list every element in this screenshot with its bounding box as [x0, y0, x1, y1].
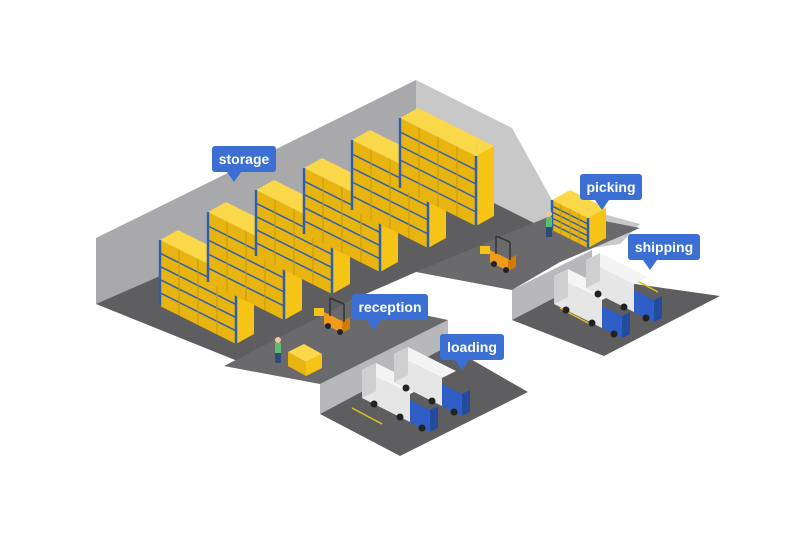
- picking-forklift: [480, 235, 516, 273]
- loading-floor: [320, 346, 528, 456]
- label-loading-pointer: [455, 360, 469, 370]
- label-picking-pointer: [595, 200, 609, 210]
- label-picking-text: picking: [586, 179, 635, 195]
- storage-racks: [158, 108, 606, 344]
- label-storage-text: storage: [219, 151, 270, 167]
- picking-worker: [546, 211, 552, 237]
- label-picking-bg: [580, 174, 642, 200]
- label-reception: reception: [352, 294, 428, 330]
- label-shipping-text: shipping: [635, 239, 693, 255]
- trucks: [362, 253, 662, 432]
- zone-labels: storage picking shipping reception loading: [212, 146, 700, 370]
- shipping-truck: [586, 253, 662, 322]
- workers-and-forklifts: [275, 211, 552, 376]
- storage-rack: [398, 108, 494, 226]
- label-storage-bg: [212, 146, 276, 172]
- label-shipping-pointer: [643, 260, 657, 270]
- label-loading: loading: [440, 334, 504, 370]
- label-storage: storage: [212, 146, 276, 182]
- label-loading-bg: [440, 334, 504, 360]
- label-picking: picking: [580, 174, 642, 210]
- label-reception-bg: [352, 294, 428, 320]
- reception-forklift: [314, 297, 350, 335]
- pallet: [288, 344, 322, 376]
- label-storage-pointer: [227, 172, 241, 182]
- loading-bay-stripe: [351, 407, 383, 425]
- reception-worker: [275, 337, 281, 363]
- label-shipping-bg: [628, 234, 700, 260]
- label-loading-text: loading: [447, 339, 497, 355]
- label-reception-text: reception: [358, 299, 421, 315]
- loading-truck: [394, 347, 470, 416]
- label-reception-pointer: [367, 320, 381, 330]
- shipping-dock-wall: [512, 250, 592, 320]
- label-shipping: shipping: [628, 234, 700, 270]
